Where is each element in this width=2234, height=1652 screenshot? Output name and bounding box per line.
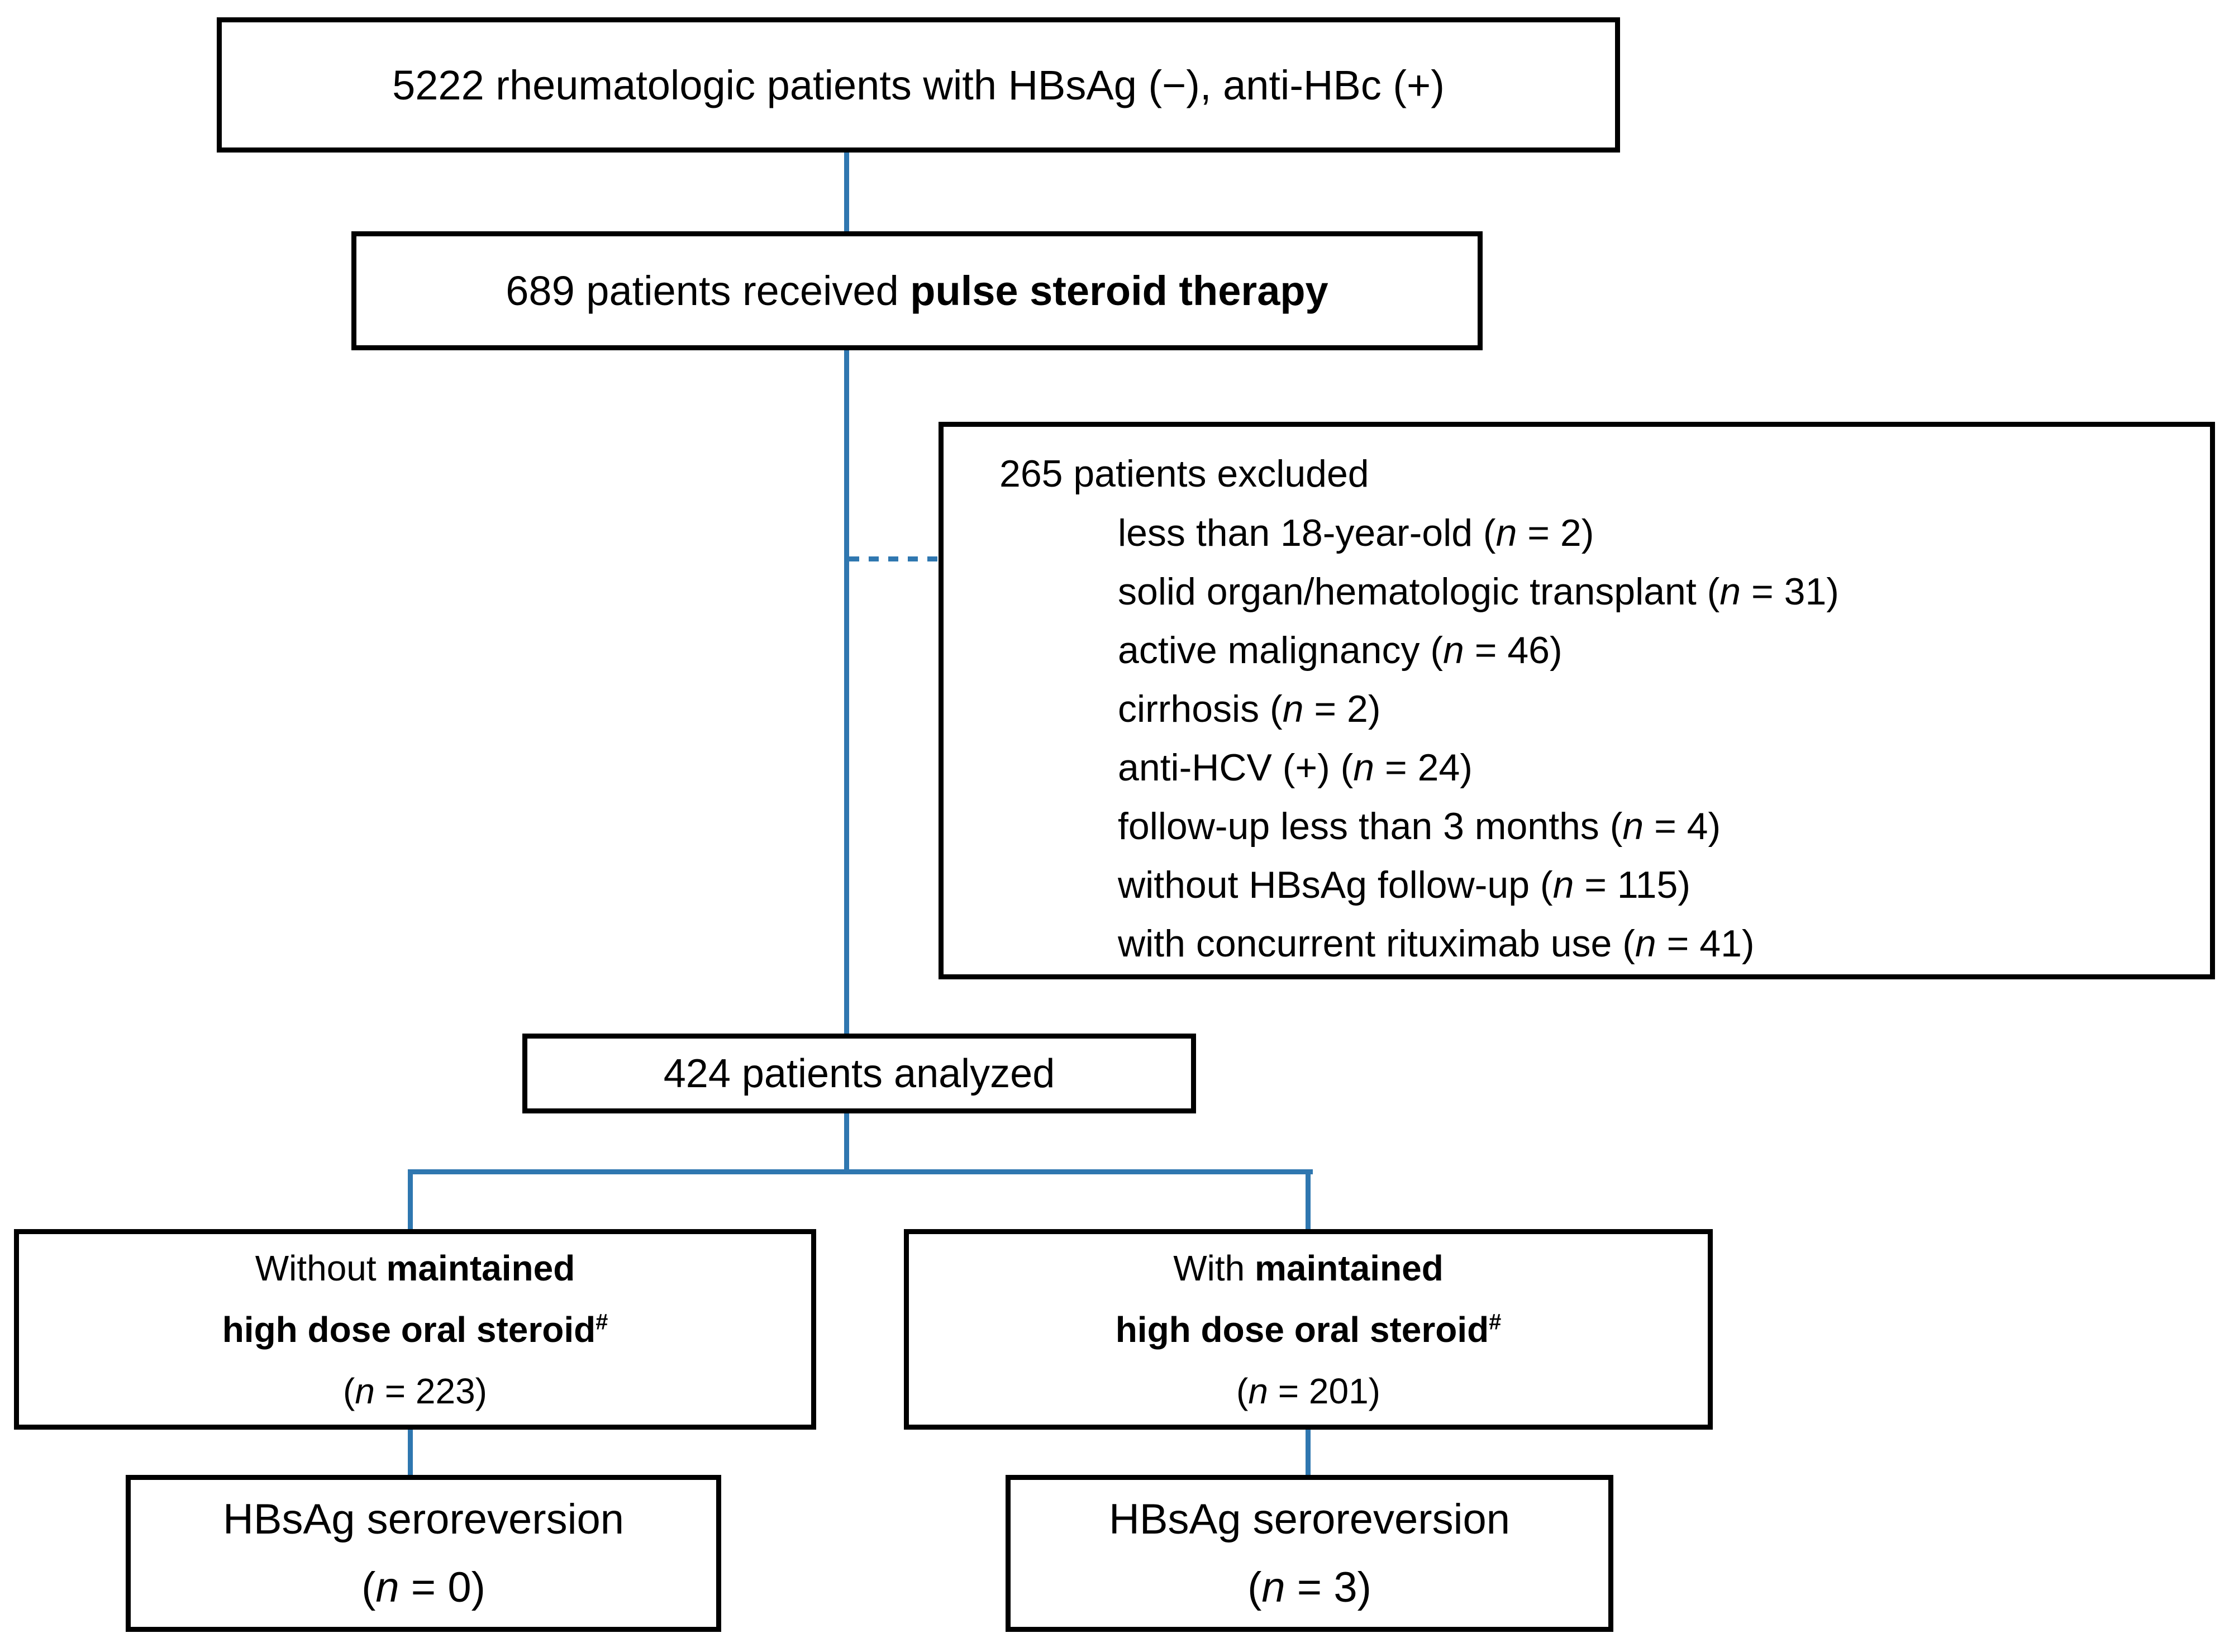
excluded-title: 265 patients excluded bbox=[999, 453, 1369, 495]
n-symbol: n bbox=[1248, 1370, 1268, 1411]
box-excluded-patients: 265 patients excluded less than 18-year-… bbox=[939, 422, 2215, 979]
connector-total-to-pulse bbox=[844, 153, 849, 231]
branch-right-count: (n = 201) bbox=[1236, 1370, 1380, 1411]
branch-left-count: (n = 223) bbox=[343, 1370, 487, 1411]
pulse-text-bold: pulse steroid therapy bbox=[910, 268, 1328, 314]
box-total-patients: 5222 rheumatologic patients with HBsAg (… bbox=[217, 17, 1620, 153]
branch-junction-line bbox=[408, 1169, 1313, 1174]
branch-right-line1: With maintained bbox=[1173, 1248, 1444, 1288]
excluded-item-short-followup: follow-up less than 3 months (n = 4) bbox=[1118, 805, 1721, 848]
n-symbol: n bbox=[1282, 688, 1304, 730]
branch-left-line1: Without maintained bbox=[255, 1248, 575, 1288]
box-seroreversion-without-steroid: HBsAg seroreversion (n = 0) bbox=[126, 1475, 721, 1632]
n-symbol: n bbox=[1443, 629, 1464, 672]
pulse-text-line: 689 patients received pulse steroid ther… bbox=[506, 267, 1328, 315]
n-symbol: n bbox=[1622, 805, 1644, 848]
connector-right-branch-to-outcome bbox=[1306, 1430, 1311, 1475]
n-symbol: n bbox=[1261, 1563, 1285, 1611]
outcome-left-count: (n = 0) bbox=[361, 1563, 485, 1611]
outcome-right-count: (n = 3) bbox=[1247, 1563, 1371, 1611]
box-without-maintained-steroid: Without maintained high dose oral steroi… bbox=[14, 1229, 816, 1430]
excluded-item-malignancy: active malignancy (n = 46) bbox=[1118, 629, 1563, 672]
n-symbol: n bbox=[1635, 922, 1656, 965]
excluded-item-under-18: less than 18-year-old (n = 2) bbox=[1118, 512, 1594, 554]
footnote-hash-symbol: # bbox=[596, 1310, 608, 1335]
connector-analyzed-to-junction bbox=[844, 1113, 849, 1172]
outcome-right-title: HBsAg seroreversion bbox=[1108, 1495, 1511, 1543]
excluded-item-rituximab: with concurrent rituximab use (n = 41) bbox=[1118, 922, 1755, 965]
connector-excluded-dotted bbox=[849, 556, 939, 561]
n-symbol: n bbox=[1719, 570, 1741, 613]
box-patients-analyzed: 424 patients analyzed bbox=[522, 1034, 1196, 1113]
analyzed-text: 424 patients analyzed bbox=[663, 1051, 1055, 1096]
connector-junction-to-right-branch bbox=[1306, 1169, 1311, 1229]
n-symbol: n bbox=[1353, 746, 1375, 789]
connector-junction-to-left-branch bbox=[408, 1169, 413, 1229]
box-with-maintained-steroid: With maintained high dose oral steroid# … bbox=[904, 1229, 1713, 1430]
connector-left-branch-to-outcome bbox=[408, 1430, 413, 1475]
branch-left-line2: high dose oral steroid# bbox=[222, 1309, 608, 1350]
total-patients-text: 5222 rheumatologic patients with HBsAg (… bbox=[392, 61, 1445, 108]
excluded-list: less than 18-year-old (n = 2) solid orga… bbox=[1118, 504, 1839, 973]
n-symbol: n bbox=[1495, 512, 1517, 554]
excluded-item-cirrhosis: cirrhosis (n = 2) bbox=[1118, 688, 1381, 730]
n-symbol: n bbox=[375, 1563, 399, 1611]
pulse-text-regular: 689 patients received bbox=[506, 268, 911, 314]
n-symbol: n bbox=[1552, 864, 1574, 906]
box-pulse-steroid-therapy: 689 patients received pulse steroid ther… bbox=[351, 231, 1483, 350]
n-symbol: n bbox=[355, 1370, 375, 1411]
excluded-item-no-hbsag-followup: without HBsAg follow-up (n = 115) bbox=[1118, 864, 1690, 906]
outcome-left-title: HBsAg seroreversion bbox=[222, 1495, 625, 1543]
branch-right-line2: high dose oral steroid# bbox=[1115, 1309, 1502, 1350]
footnote-hash-symbol: # bbox=[1489, 1310, 1502, 1335]
excluded-item-anti-hcv: anti-HCV (+) (n = 24) bbox=[1118, 746, 1473, 789]
excluded-item-transplant: solid organ/hematologic transplant (n = … bbox=[1118, 570, 1839, 613]
box-seroreversion-with-steroid: HBsAg seroreversion (n = 3) bbox=[1006, 1475, 1613, 1632]
connector-pulse-to-analyzed bbox=[844, 350, 849, 1034]
